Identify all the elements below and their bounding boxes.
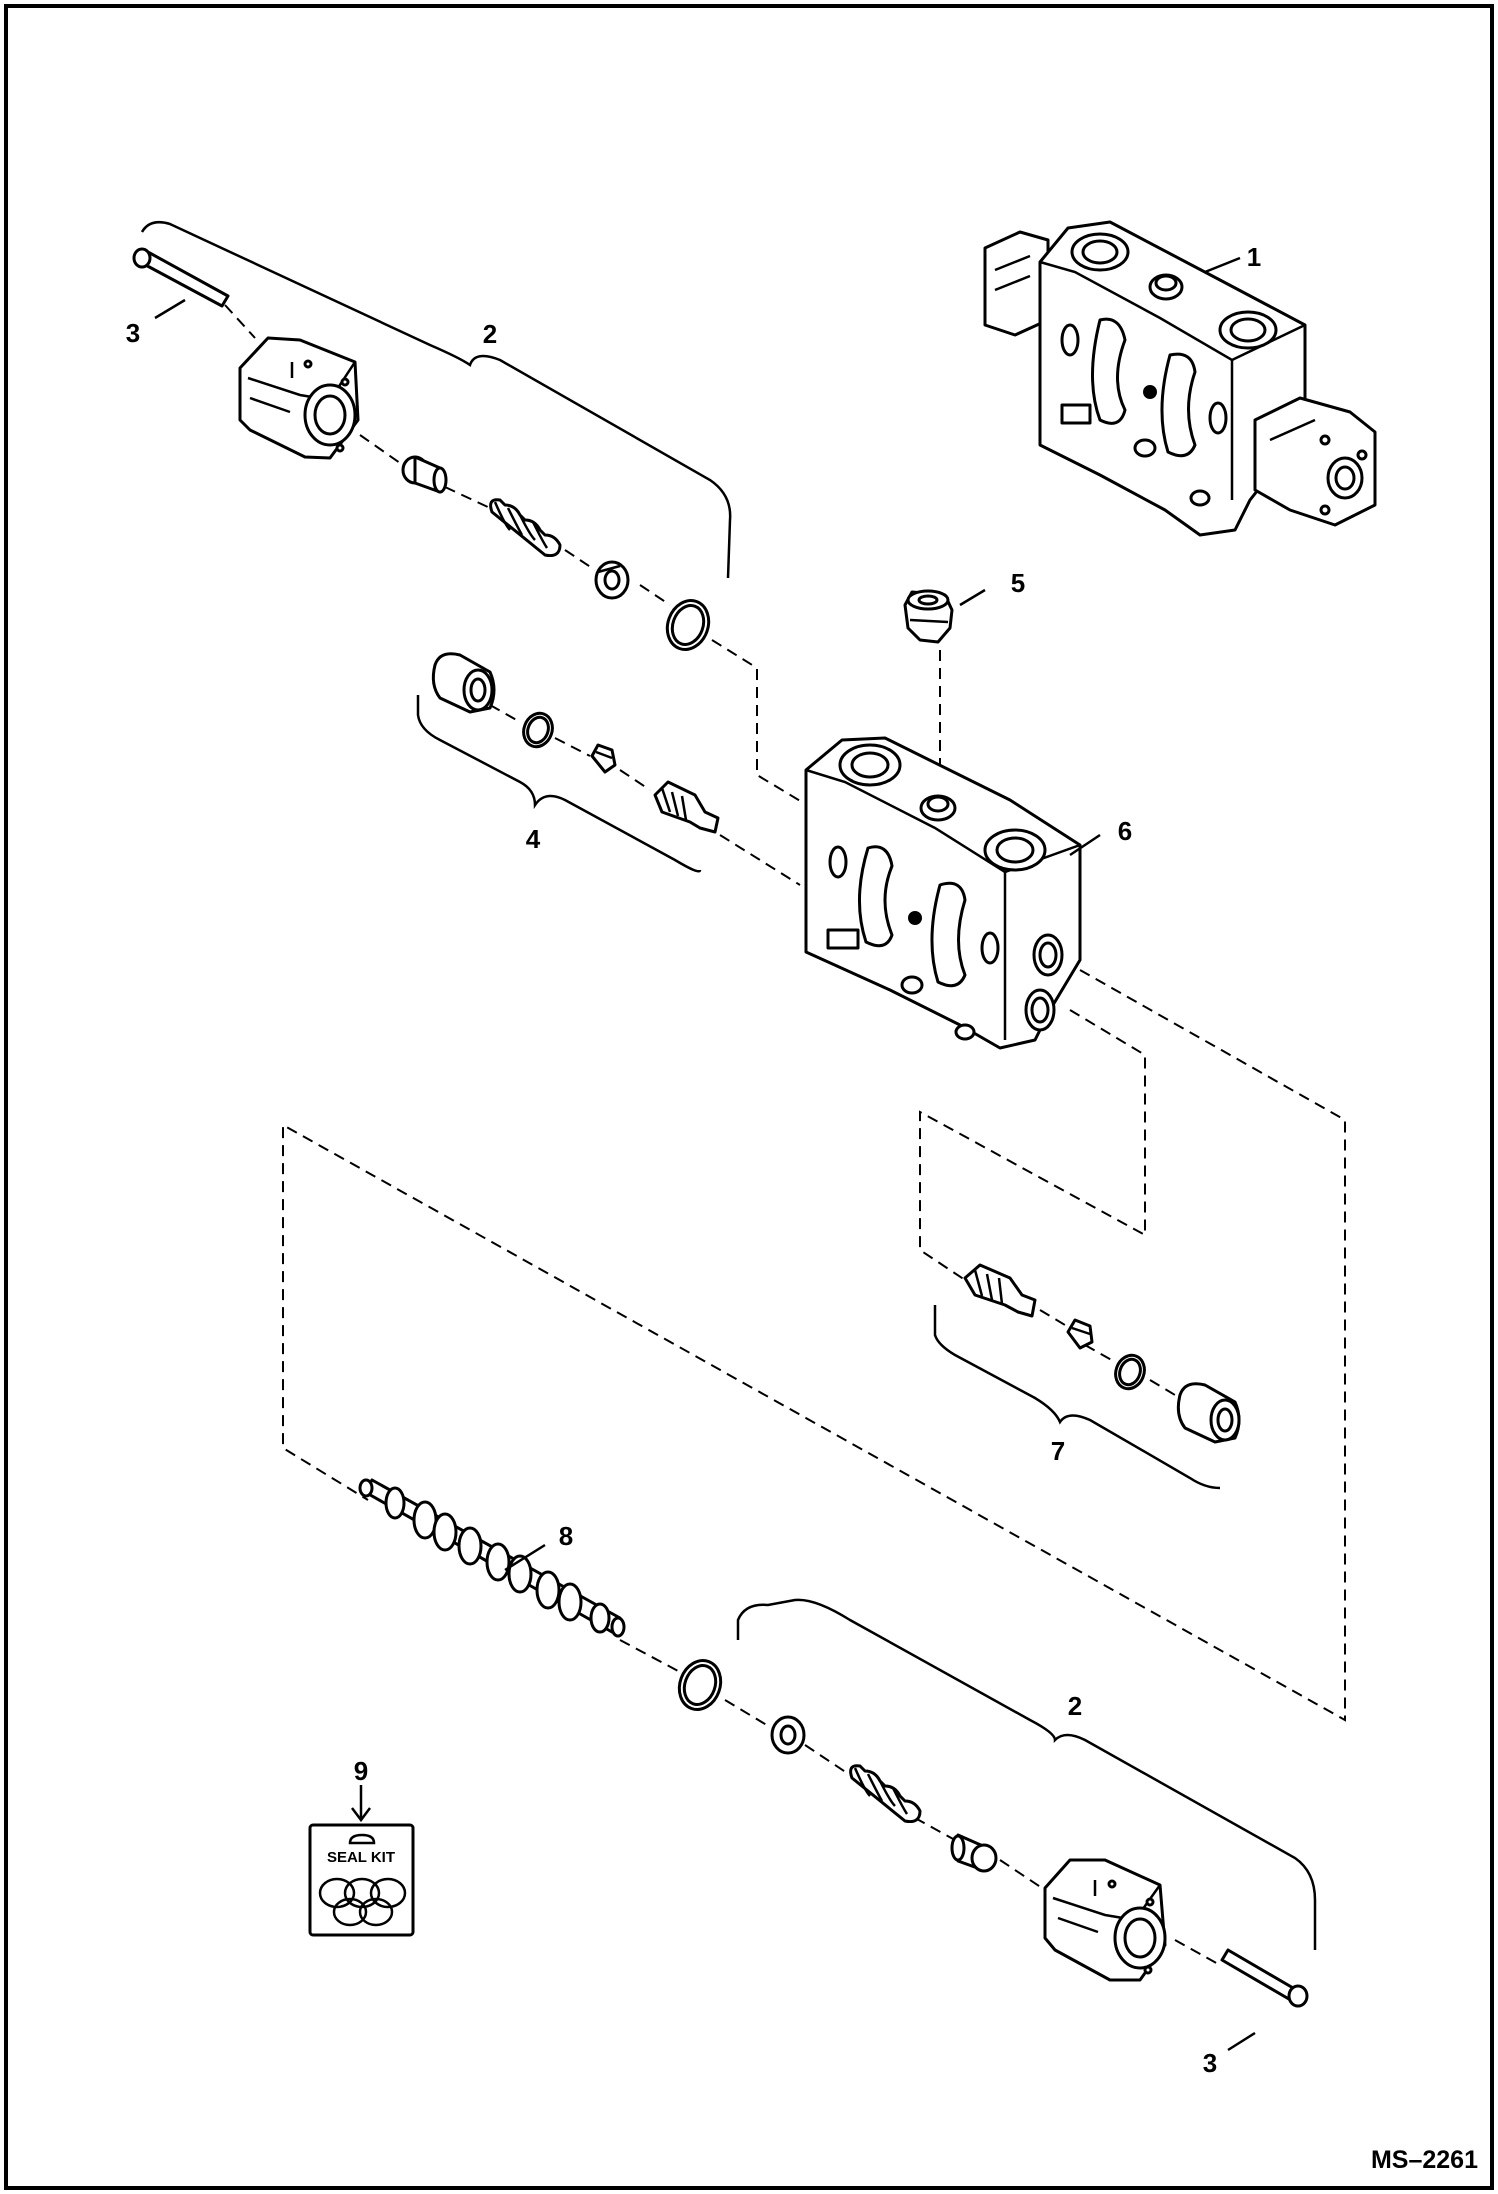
callout-4: 4 [526,824,541,854]
spring-seat-top [401,455,448,494]
check-right-poppet [1066,1318,1094,1350]
figure-id: MS–2261 [1371,2146,1478,2174]
check-right-spring [963,1263,1037,1318]
spring-bottom [849,1764,922,1823]
o-ring-top [665,599,711,651]
cap-bottom [1043,1858,1167,1982]
leader-lines [154,256,1256,2052]
callout-3-bottom: 3 [1203,2048,1217,2078]
callout-6: 6 [1118,816,1132,846]
washer-top [594,560,630,600]
spool [358,1478,626,1638]
valve-body-assembly [983,220,1377,537]
o-ring-bottom [677,1659,723,1711]
check-left-cap [431,652,496,714]
washer-bottom [770,1715,806,1755]
callout-1: 1 [1247,242,1261,272]
plug [903,589,954,644]
callout-7: 7 [1051,1436,1065,1466]
check-left-poppet [590,743,617,774]
bolt-top [132,247,230,308]
callout-9: 9 [354,1756,368,1786]
brace-check-right [933,1305,1221,1490]
bolt-bottom [1220,1948,1309,2008]
check-right-cap [1176,1382,1241,1444]
callout-2-top: 2 [483,319,497,349]
callout-2-bottom: 2 [1068,1691,1082,1721]
cap-top [238,336,360,460]
check-left-o-ring [522,711,554,749]
spring-top [489,498,562,557]
seal-kit-label: SEAL KIT [327,1849,395,1866]
brace-top-cap [140,221,732,579]
callout-3-top: 3 [126,318,140,348]
page-border [4,4,1494,2190]
valve-section-body [804,736,1082,1050]
check-right-o-ring [1114,1353,1146,1391]
brace-bottom-cap [736,1598,1317,1950]
check-left-spring [653,780,720,834]
spring-seat-bottom [950,1833,998,1873]
assembly-lines [224,304,1346,1966]
callout-8: 8 [559,1521,573,1551]
seal-kit: SEAL KIT [308,1823,415,1937]
brace-check-left [416,695,702,873]
callout-5: 5 [1011,568,1025,598]
